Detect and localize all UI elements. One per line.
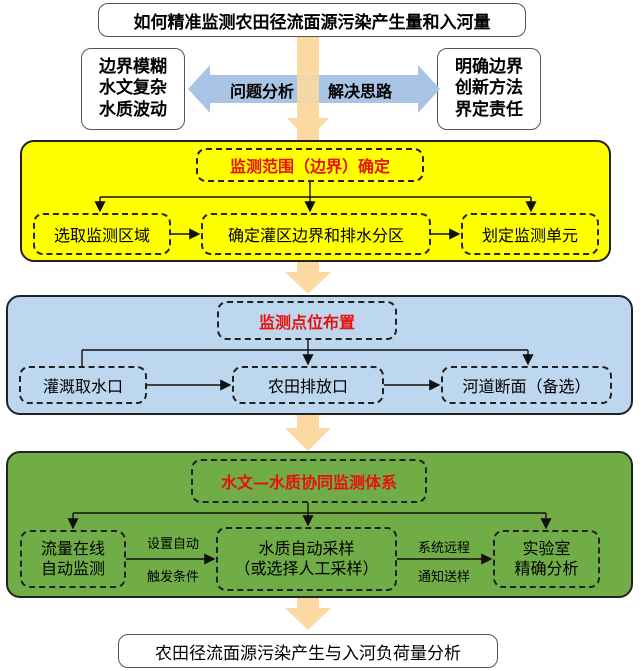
problem-box: 边界模糊 水文复杂 水质波动 bbox=[81, 48, 185, 130]
footer-result: 农田径流面源污染产生与入河负荷量分析 bbox=[118, 634, 498, 668]
diagram-title: 如何精准监测农田径流面源污染产生量和入河量 bbox=[98, 3, 526, 37]
irrigation-boundary-box: 确定灌区边界和排水分区 bbox=[201, 213, 431, 255]
flow-arrow-3-stem bbox=[297, 598, 319, 610]
section-system-panel bbox=[6, 451, 633, 598]
link2-bottom-label: 通知送样 bbox=[417, 570, 470, 585]
link1-bottom-label: 触发条件 bbox=[146, 570, 199, 585]
flow-arrow-2-stem bbox=[297, 415, 319, 429]
arrow-label-analysis: 问题分析 bbox=[229, 82, 294, 101]
section-system-header: 水文—水质协同监测体系 bbox=[191, 459, 427, 503]
monitoring-unit-box: 划定监测单元 bbox=[461, 213, 599, 255]
section-boundary-panel bbox=[20, 140, 611, 262]
flow-arrow-1-stem bbox=[297, 262, 319, 274]
link2-top-label: 系统远程 bbox=[417, 541, 470, 556]
flow-monitoring-box: 流量在线 自动监测 bbox=[20, 530, 126, 588]
flow-arrow-3-head bbox=[285, 608, 331, 630]
select-area-box: 选取监测区域 bbox=[33, 213, 171, 255]
link1-top-label: 设置自动 bbox=[146, 537, 199, 552]
river-section-box: 河道断面（备选） bbox=[441, 366, 612, 404]
flow-arrow-1-head bbox=[285, 272, 331, 294]
water-sampling-box: 水质自动采样 （或选择人工采样） bbox=[216, 527, 397, 591]
section-points-header: 监测点位布置 bbox=[217, 301, 397, 340]
irrigation-intake-box: 灌溉取水口 bbox=[19, 366, 147, 404]
flow-arrow-2-head bbox=[285, 428, 331, 451]
arrow-label-solution: 解决思路 bbox=[327, 82, 392, 101]
section-boundary-header: 监测范围（边界）确定 bbox=[196, 148, 424, 182]
lab-analysis-box: 实验室 精确分析 bbox=[493, 530, 600, 588]
solution-box: 明确边界 创新方法 界定责任 bbox=[437, 48, 541, 130]
farmland-outlet-box: 农田排放口 bbox=[232, 366, 384, 404]
